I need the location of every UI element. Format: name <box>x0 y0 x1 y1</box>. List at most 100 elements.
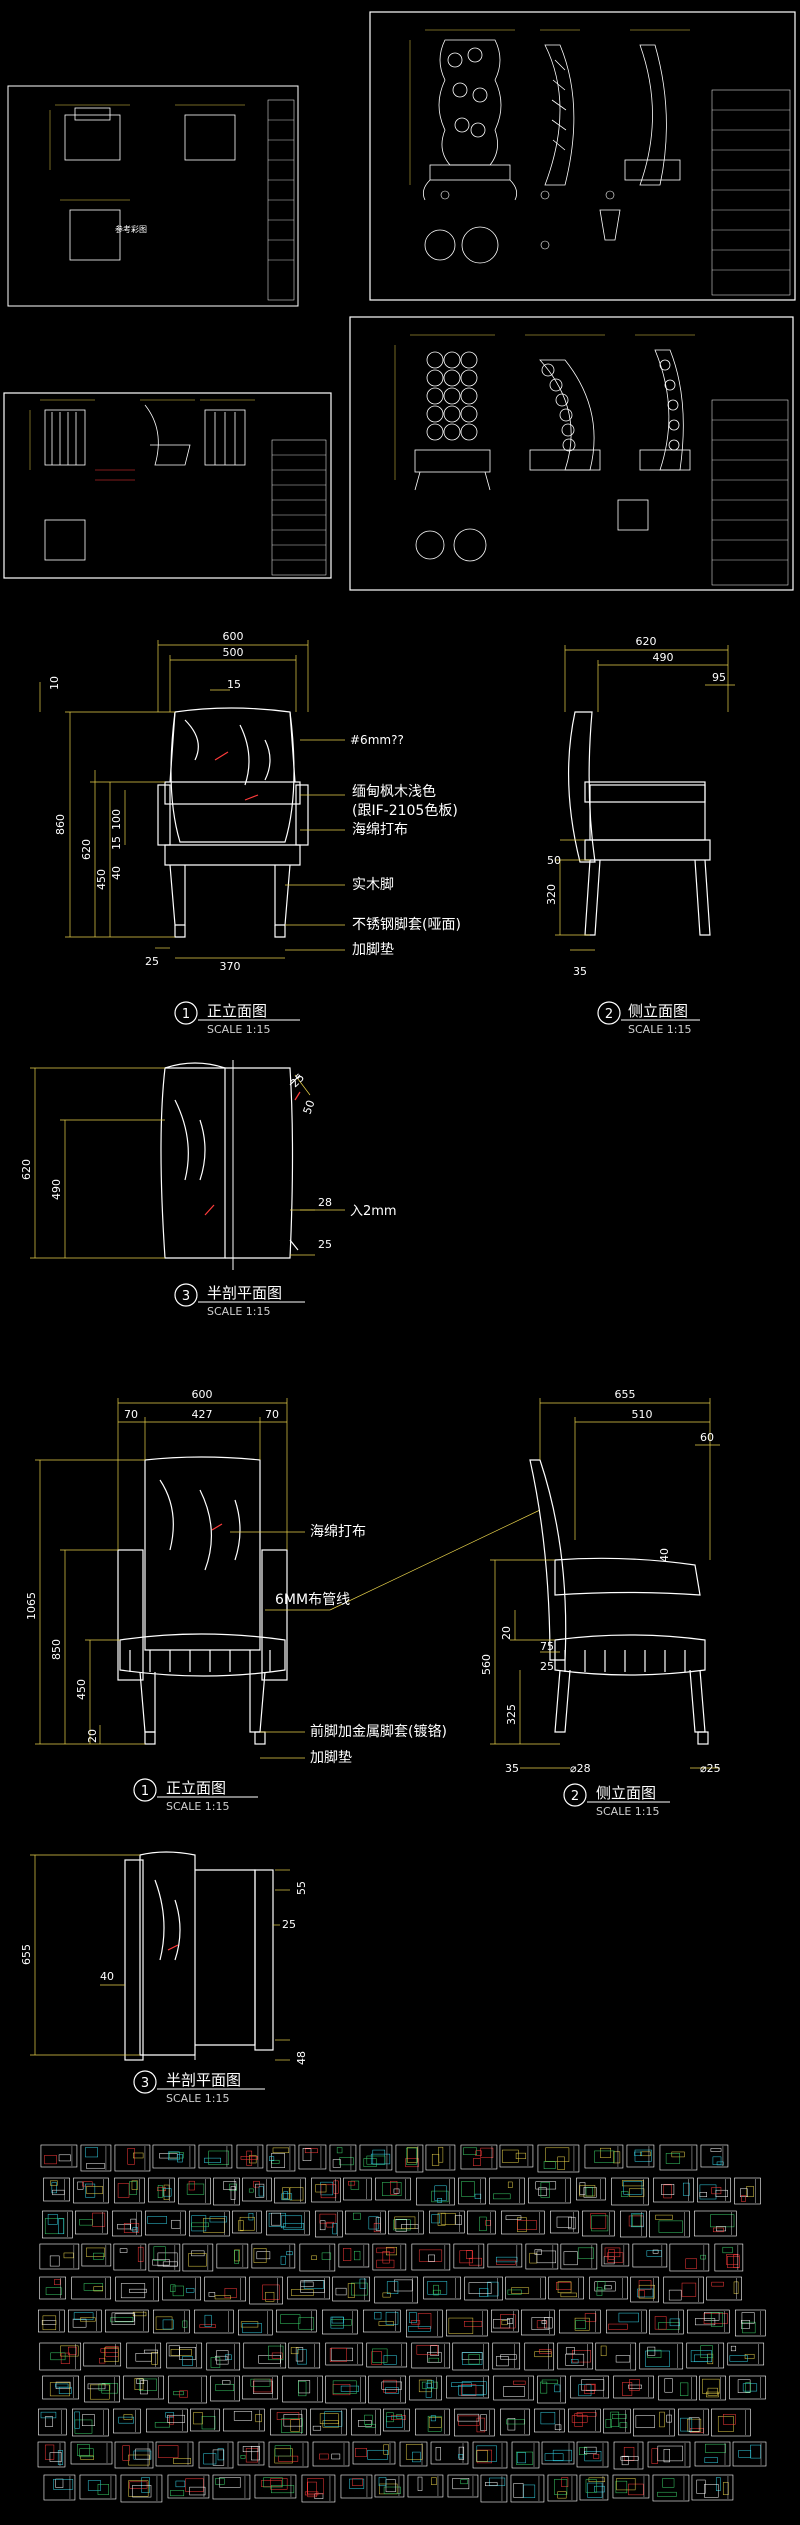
catalog-thumb-137 <box>368 2375 406 2404</box>
catalog-thumb-200 <box>612 2474 650 2499</box>
catalog-thumb-122 <box>492 2342 521 2370</box>
chair2-side-title: 2 侧立面图 SCALE 1:15 <box>563 1783 670 1818</box>
chair1-side-title: 2 侧立面图 SCALE 1:15 <box>597 1001 700 1036</box>
catalog-thumb-192 <box>340 2474 373 2499</box>
catalog-thumb-1 <box>80 2144 112 2172</box>
catalog-thumb-81 <box>249 2276 283 2305</box>
catalog-thumb-147 <box>38 2408 67 2436</box>
chair2-front-dim-427: 427 <box>192 1408 213 1421</box>
catalog-thumb-4 <box>198 2144 233 2169</box>
catalog-thumb-148 <box>72 2408 109 2437</box>
catalog-thumb-37 <box>697 2177 731 2203</box>
chair2-side-dim-655: 655 <box>615 1388 636 1401</box>
chair1-front-note-7: 加脚垫 <box>352 942 394 958</box>
catalog-thumb-10 <box>395 2144 424 2173</box>
chair1-plan-note: 入2mm <box>350 1204 397 1219</box>
catalog-thumb-133 <box>210 2375 240 2402</box>
catalog-thumb-189 <box>212 2474 251 2500</box>
catalog-thumb-13 <box>499 2144 534 2168</box>
catalog-thumb-105 <box>521 2309 555 2336</box>
catalog-thumb-186 <box>79 2474 117 2500</box>
chair1-front-dim-100: 100 <box>110 809 123 830</box>
catalog-thumb-17 <box>659 2144 698 2171</box>
catalog-thumb-24 <box>213 2177 240 2206</box>
catalog-thumb-83 <box>332 2276 370 2302</box>
catalog-thumb-32 <box>489 2177 525 2205</box>
catalog-thumb-151 <box>190 2408 220 2432</box>
catalog-thumb-80 <box>204 2276 246 2302</box>
catalog-thumb-103 <box>446 2309 488 2337</box>
chair2-side-dim-40: 40 <box>658 1548 671 1562</box>
catalog-thumb-94 <box>68 2309 102 2333</box>
catalog-thumb-202 <box>691 2474 734 2501</box>
catalog-thumb-33 <box>528 2177 571 2204</box>
catalog-thumb-63 <box>251 2243 296 2269</box>
chair1-front-dim-370: 370 <box>220 960 241 973</box>
chair2-side-dim-325: 325 <box>505 1704 518 1725</box>
catalog-thumb-159 <box>500 2408 530 2436</box>
catalog-thumb-26 <box>274 2177 306 2204</box>
chair1-plan-dim-28: 28 <box>318 1196 332 1209</box>
catalog-thumb-57 <box>39 2243 80 2270</box>
chair1-front-note-2: 缅甸枫木浅色 <box>352 783 436 800</box>
catalog-thumb-23 <box>178 2177 211 2205</box>
catalog-thumb-38 <box>734 2177 761 2205</box>
sheet1-caption: 参考彩图 <box>115 224 147 234</box>
catalog-thumb-49 <box>429 2210 465 2234</box>
sheet-3 <box>3 392 332 579</box>
chair2-plan-title: 3 半剖平面图 SCALE 1:15 <box>133 2070 265 2105</box>
chair1-side-title-text: 侧立面图 <box>628 1002 688 1020</box>
catalog-thumb-85 <box>423 2276 461 2300</box>
chair2-side-dim-510: 510 <box>632 1408 653 1421</box>
chair1-side-dim-620: 620 <box>636 635 657 648</box>
chair2-plan-dim-655: 655 <box>20 1944 33 1965</box>
catalog-thumb-12 <box>460 2144 498 2170</box>
catalog-thumb-98 <box>238 2309 273 2336</box>
catalog-thumb-157 <box>415 2408 450 2436</box>
chair1-side-scale: SCALE 1:15 <box>628 1023 691 1036</box>
catalog-thumb-107 <box>606 2309 647 2334</box>
chair2-front-dim-20: 20 <box>86 1729 99 1743</box>
catalog-thumb-149 <box>113 2408 141 2434</box>
catalog-thumb-183 <box>694 2441 731 2467</box>
chair1-side-dim-490: 490 <box>653 651 674 664</box>
catalog-thumb-2 <box>114 2144 151 2172</box>
chair1-plan-dim-25b: 25 <box>318 1238 332 1251</box>
chair1-side-dim-50: 50 <box>547 854 561 867</box>
catalog-thumb-124 <box>557 2342 594 2370</box>
chair1-front-dim-10: 10 <box>48 676 61 690</box>
chair2-front-dim-70b: 70 <box>265 1408 279 1421</box>
chair2-front-note-4: 加脚垫 <box>310 1750 352 1766</box>
chair1-plan-title-text: 半剖平面图 <box>207 1284 282 1302</box>
catalog-thumb-161 <box>568 2408 601 2433</box>
catalog-thumb-119 <box>366 2342 408 2368</box>
catalog-thumb-188 <box>167 2474 210 2499</box>
catalog-thumb-68 <box>453 2243 485 2269</box>
chair1-half-section-plan: 620 490 25 50 28 25 入2mm 3 半剖平面图 SCALE 1… <box>20 1060 397 1318</box>
catalog-thumb-71 <box>560 2243 598 2270</box>
chair2-front-dim-450: 450 <box>75 1679 88 1700</box>
catalog-thumb-115 <box>206 2342 241 2371</box>
catalog-thumb-75 <box>714 2243 744 2272</box>
catalog-thumb-128 <box>727 2342 765 2366</box>
catalog-thumb-109 <box>687 2309 730 2334</box>
chair1-plan-title: 3 半剖平面图 SCALE 1:15 <box>174 1283 305 1318</box>
chair1-front-scale: SCALE 1:15 <box>207 1023 270 1036</box>
catalog-thumb-118 <box>325 2342 364 2366</box>
sheet-thumbnails: 参考彩图 <box>3 11 796 591</box>
chair2-side-dim-560: 560 <box>480 1654 493 1675</box>
catalog-thumb-163 <box>633 2408 675 2437</box>
catalog-thumb-36 <box>653 2177 694 2203</box>
chair2-side-dim-60: 60 <box>700 1431 714 1444</box>
catalog-thumb-29 <box>375 2177 411 2201</box>
catalog-thumb-195 <box>447 2474 479 2498</box>
chair2-side-dim-d25: ⌀25 <box>700 1762 721 1775</box>
catalog-thumb-155 <box>351 2408 381 2436</box>
catalog-thumb-198 <box>547 2474 578 2502</box>
catalog-thumb-145 <box>699 2375 726 2401</box>
catalog-thumb-86 <box>464 2276 503 2301</box>
catalog-thumb-39 <box>42 2210 73 2239</box>
chair2-side-dim-20: 20 <box>500 1626 513 1640</box>
catalog-thumb-18 <box>700 2144 729 2168</box>
